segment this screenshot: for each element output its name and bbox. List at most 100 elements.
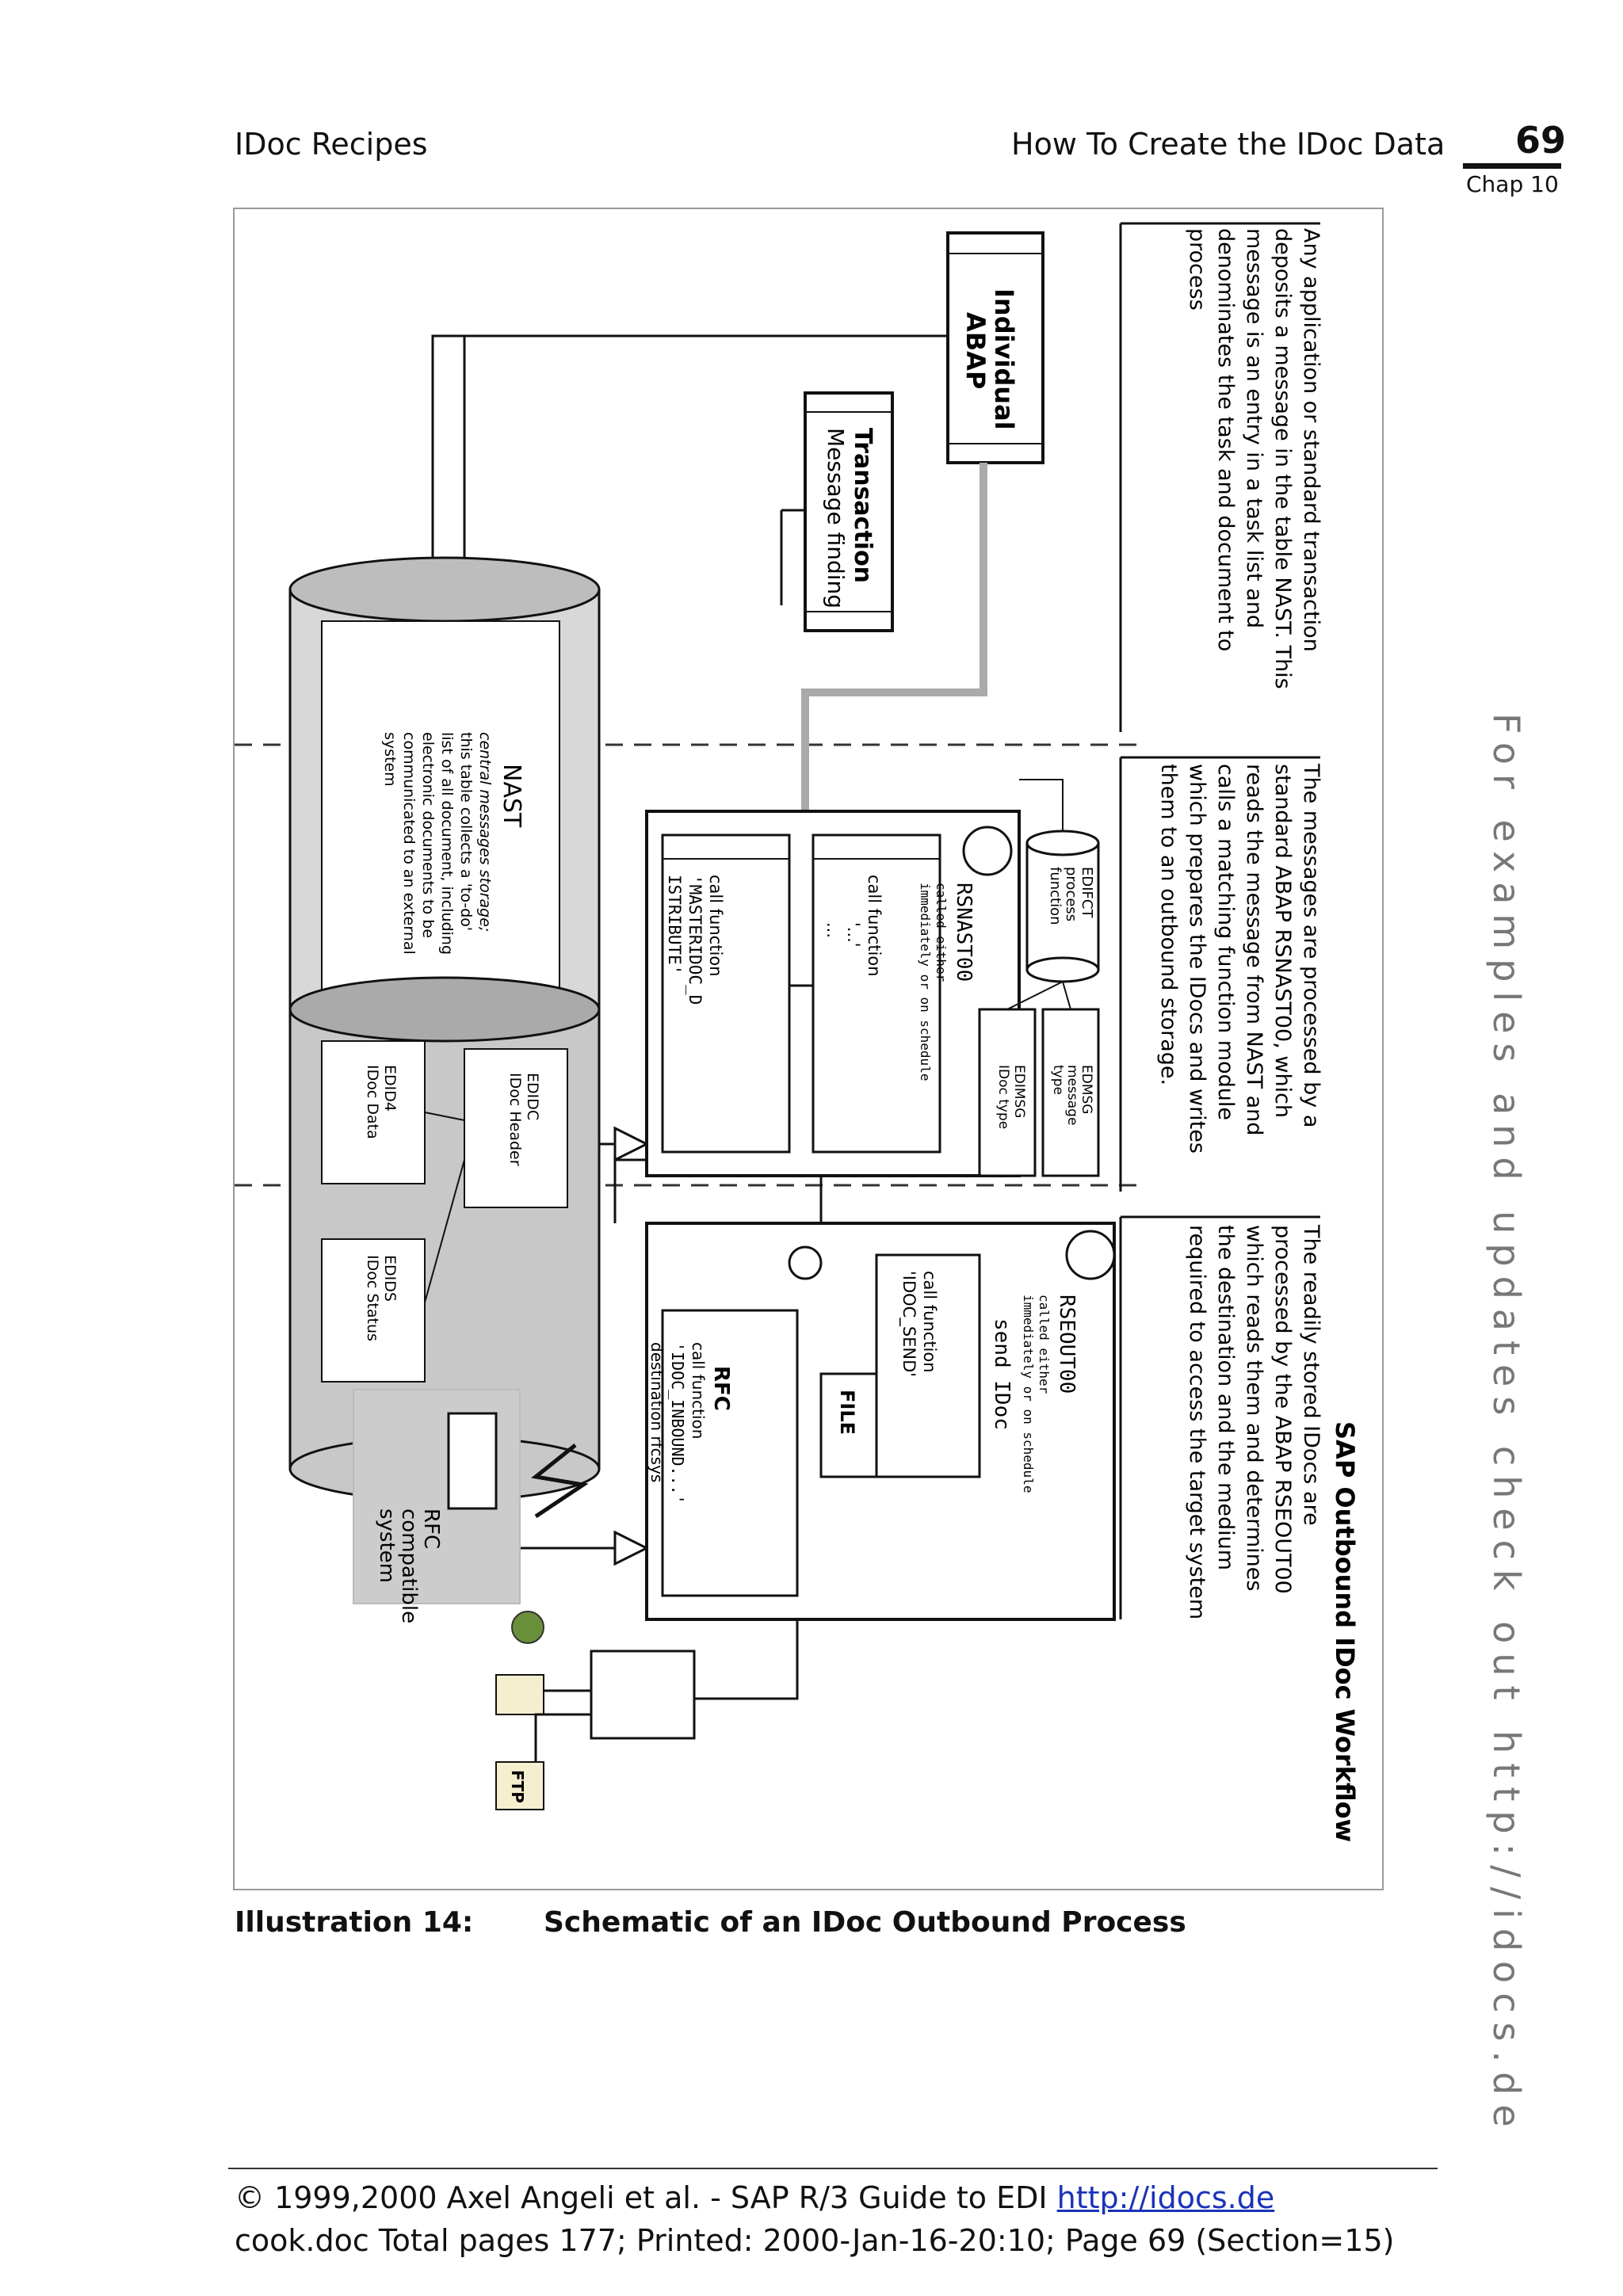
rsnast-called: called either [934,883,949,982]
edidc-doc [464,1048,568,1208]
note-middle-line-4: calls a matching function module [1213,764,1238,1120]
clock-icon [962,826,1013,876]
note-top-line-3: message is an entry in a task list and [1242,228,1266,628]
ftp-icon [495,1761,544,1810]
footer-link[interactable]: http://idocs.de [1056,2180,1275,2215]
rsnast-call-2-line-3: ISTRIBUTE' [665,875,684,974]
edidc-label: EDIDC IDoc Header [506,1073,541,1166]
send-idoc-text: send IDoc [990,1318,1014,1430]
edid4-line-1: EDID4 [381,1065,399,1112]
rfc-line-2: call function [689,1342,708,1439]
edmsg-type-line-3: type [1050,1065,1066,1095]
edimsg-idoc-label: EDIMSG IDoc type [995,1065,1027,1129]
rsnast-call-2-text: call function 'MASTERIDOC_D ISTRIBUTE' [665,875,725,1005]
individual-abap-box [946,231,1044,464]
edimsg-idoc-box [978,1008,1037,1177]
rsnast-call-2-line-1: call function [706,875,725,977]
idoc-send-line-1: call function [920,1271,939,1373]
edmsg-type-box [1041,1008,1100,1177]
nast-title: NAST [498,764,525,828]
individual-abap-line-2: ABAP [960,312,991,389]
note-middle-line-1: The messages are processed by a [1299,763,1323,1127]
rsnast-call-1-line-2: '...' [844,922,863,948]
nast-text: NAST central messages storage; this tabl… [381,732,525,955]
individual-abap-label: Individual ABAP [960,288,1019,430]
rsnast-call-2-box [661,833,791,1154]
edifct-line-1: EDIFCT [1079,867,1095,918]
note-bottom-line-4: the destination and the medium [1213,1225,1238,1570]
rfc-line-1: RFC [709,1366,733,1411]
edid4-label: EDID4 IDoc Data [364,1065,399,1139]
edifct-label: EDIFCT process function [1047,867,1095,925]
rfc-line-3: 'IDOC_INBOUND...' [668,1342,687,1505]
rseout-clock-icon [1065,1230,1116,1280]
file-text: FILE [836,1390,858,1435]
edidc-line-1: EDIDC [524,1073,541,1120]
note-middle-line-6: them to an outbound storage. [1156,764,1181,1085]
transaction-line-1: Transaction [849,428,876,583]
idoc-send-line-2: 'IDOC_SEND' [899,1271,918,1377]
transaction-box [804,391,894,632]
transaction-line-2: Message finding [823,428,849,608]
rseout-name: RSEOUT00 [1055,1295,1079,1394]
rfc-system-line-1: RFC [419,1508,443,1549]
caption-label: Illustration 14: [235,1906,474,1939]
rseout-when: immediately or on schedule [1021,1295,1036,1493]
note-top-line-5: process [1185,228,1209,311]
nast-line-5: communicated to an external [400,732,418,955]
rsnast-when: immediately or on schedule [918,883,933,1081]
nast-line-2: this table collects a 'to-do' [457,732,475,931]
edids-line-1: EDIDS [381,1255,399,1302]
edids-doc [321,1238,426,1383]
transaction-label: Transaction Message finding [823,428,876,608]
lightning-icon [531,1444,589,1519]
note-bottom-line-5: required to access the target system [1185,1225,1209,1619]
footer-rule [228,2168,1438,2169]
rsnast-call-1-line-1: call function [865,875,884,977]
rfc-label: RFC call function 'IDOC_INBOUND...' dest… [647,1342,733,1505]
edid4-line-2: IDoc Data [364,1065,381,1139]
header-left: IDoc Recipes [235,127,428,162]
note-bottom-line-2: processed by the ABAP RSEOUT00 [1270,1225,1295,1594]
page-number: 69 [1515,119,1567,162]
rfc-line-4: destination rfcsys [647,1342,666,1482]
server-icon [447,1412,498,1510]
idoc-send-box [875,1253,981,1478]
diagram-title-text: SAP Outbound IDoc Workflow [1330,1421,1360,1842]
file-label: FILE [836,1390,858,1435]
idoc-send-label: call function 'IDOC_SEND' [899,1271,939,1377]
diagram-title: SAP Outbound IDoc Workflow [1330,1421,1360,1842]
page-number-rule [1463,163,1561,169]
edids-line-2: IDoc Status [364,1255,381,1341]
side-note-text: For examples and updates check out http:… [1485,713,1528,2137]
person-icon [511,1611,544,1644]
individual-abap-line-1: Individual [989,288,1019,430]
rseout-label: RSEOUT00 called either immediately or on… [1021,1295,1079,1493]
note-top-line-4: denominates the task and document to [1213,228,1238,651]
footer-line-2: cook.doc Total pages 177; Printed: 2000-… [235,2223,1395,2258]
nast-line-4: electronic documents to be [419,732,437,938]
note-middle-line-3: reads the message from NAST and [1242,764,1266,1135]
rfc-box [661,1309,799,1597]
envelope-icon [495,1674,544,1715]
rfc-system-line-2: compatible [397,1508,421,1623]
rseout-called: called either [1037,1295,1052,1394]
note-bottom: The readily stored IDocs are processed b… [1185,1224,1323,1619]
edidc-line-2: IDoc Header [506,1073,524,1166]
ftp-text: FTP [508,1770,527,1803]
edifct-line-3: function [1047,867,1064,925]
rsnast-call-1-line-3: ... [823,922,842,938]
rsnast-call-1-text: call function '...' ... [823,875,884,977]
rfc-system-label: RFC compatible system [375,1508,443,1623]
junction-icon [788,1245,823,1280]
edmsg-type-line-1: EDMSG [1079,1065,1094,1114]
edids-label: EDIDS IDoc Status [364,1255,399,1341]
chapter-label: Chap 10 [1466,171,1559,197]
note-middle-line-5: which prepares the IDocs and writes [1185,764,1209,1154]
side-note: For examples and updates check out http:… [1485,713,1537,2137]
nast-line-1: central messages storage; [476,732,494,932]
rsnast-label: RSNAST00 called either immediately or on… [918,883,976,1081]
nast-line-6: system [381,732,399,787]
workflow-diagram: Any application or standard transaction … [235,222,1360,1842]
note-bottom-line-3: which reads them and determines [1242,1225,1266,1591]
